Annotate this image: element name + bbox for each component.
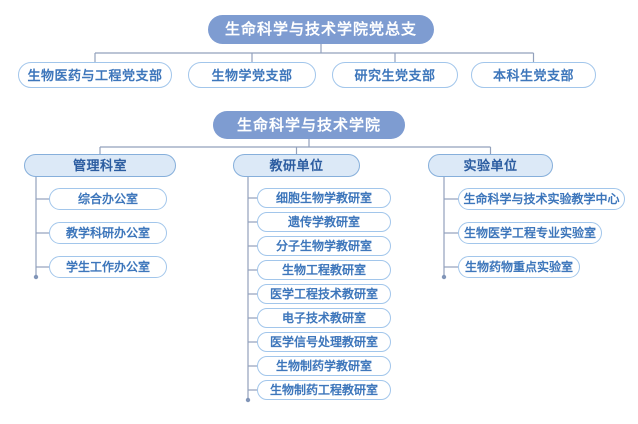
college-leaf-node: 细胞生物学教研室 bbox=[257, 188, 391, 208]
college-leaf-node: 综合办公室 bbox=[49, 188, 167, 210]
college-leaf-node: 学生工作办公室 bbox=[49, 256, 167, 278]
party-branch-node: 生物学党支部 bbox=[188, 62, 316, 88]
college-root-node: 生命科学与技术学院 bbox=[213, 111, 405, 139]
party-branch-node: 生物医药与工程党支部 bbox=[18, 62, 172, 88]
college-leaf-node: 生物工程教研室 bbox=[257, 260, 391, 280]
party-branch-node: 研究生党支部 bbox=[332, 62, 458, 88]
college-leaf-node: 生物制药学教研室 bbox=[257, 356, 391, 376]
college-group-node: 教研单位 bbox=[233, 154, 360, 177]
college-leaf-node: 遗传学教研室 bbox=[257, 212, 391, 232]
college-leaf-node: 医学工程技术教研室 bbox=[257, 284, 391, 304]
college-leaf-node: 医学信号处理教研室 bbox=[257, 332, 391, 352]
college-group-node: 管理科室 bbox=[24, 154, 176, 177]
trunk-end-dot bbox=[33, 274, 39, 280]
college-leaf-node: 教学科研办公室 bbox=[49, 222, 167, 244]
college-leaf-node: 生物医学工程专业实验室 bbox=[458, 222, 602, 244]
college-leaf-node: 生物制药工程教研室 bbox=[257, 380, 391, 400]
college-leaf-node: 电子技术教研室 bbox=[257, 308, 391, 328]
college-leaf-node: 分子生物学教研室 bbox=[257, 236, 391, 256]
trunk-end-dot bbox=[245, 397, 251, 403]
college-leaf-node: 生物药物重点实验室 bbox=[458, 256, 580, 278]
college-group-node: 实验单位 bbox=[428, 154, 553, 177]
party-root-node: 生命科学与技术学院党总支 bbox=[208, 15, 434, 44]
trunk-end-dot bbox=[441, 274, 447, 280]
party-branch-node: 本科生党支部 bbox=[471, 62, 596, 88]
college-leaf-node: 生命科学与技术实验教学中心 bbox=[458, 188, 625, 210]
